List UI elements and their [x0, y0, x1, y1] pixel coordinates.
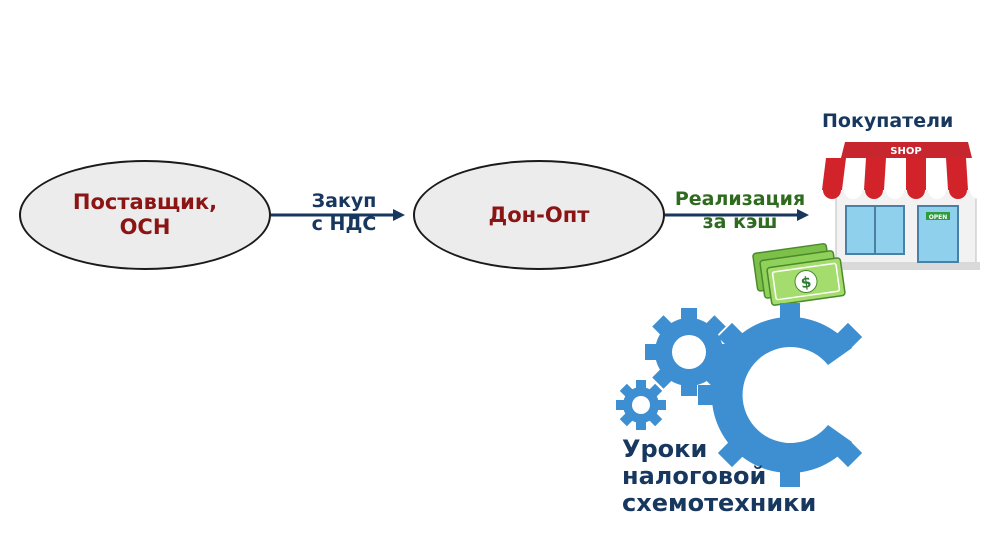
door-sign-text: OPEN: [929, 214, 948, 221]
money-symbol: $: [800, 273, 813, 292]
logo-text: Уроки налоговой схемотехники: [622, 436, 816, 517]
edge-sale-label: Реализация за кэш: [674, 188, 806, 233]
edge-purchase-label: Закуп с НДС: [311, 190, 377, 235]
money-stack-icon: $: [752, 243, 846, 306]
node-company: Дон-Опт: [413, 160, 665, 270]
node-supplier: Поставщик, ОСН: [19, 160, 271, 270]
shop-icon: SHOP: [822, 142, 990, 270]
gears-logo-icon: [616, 303, 863, 487]
shop-sign-text: SHOP: [890, 146, 921, 157]
node-supplier-label: Поставщик, ОСН: [72, 190, 218, 239]
logo-line-1: Уроки: [622, 435, 708, 463]
logo-line-3: схемотехники: [622, 489, 817, 517]
buyers-title: Покупатели: [822, 110, 954, 132]
logo-line-2: налоговой: [622, 462, 767, 490]
node-company-label: Дон-Опт: [488, 202, 590, 227]
